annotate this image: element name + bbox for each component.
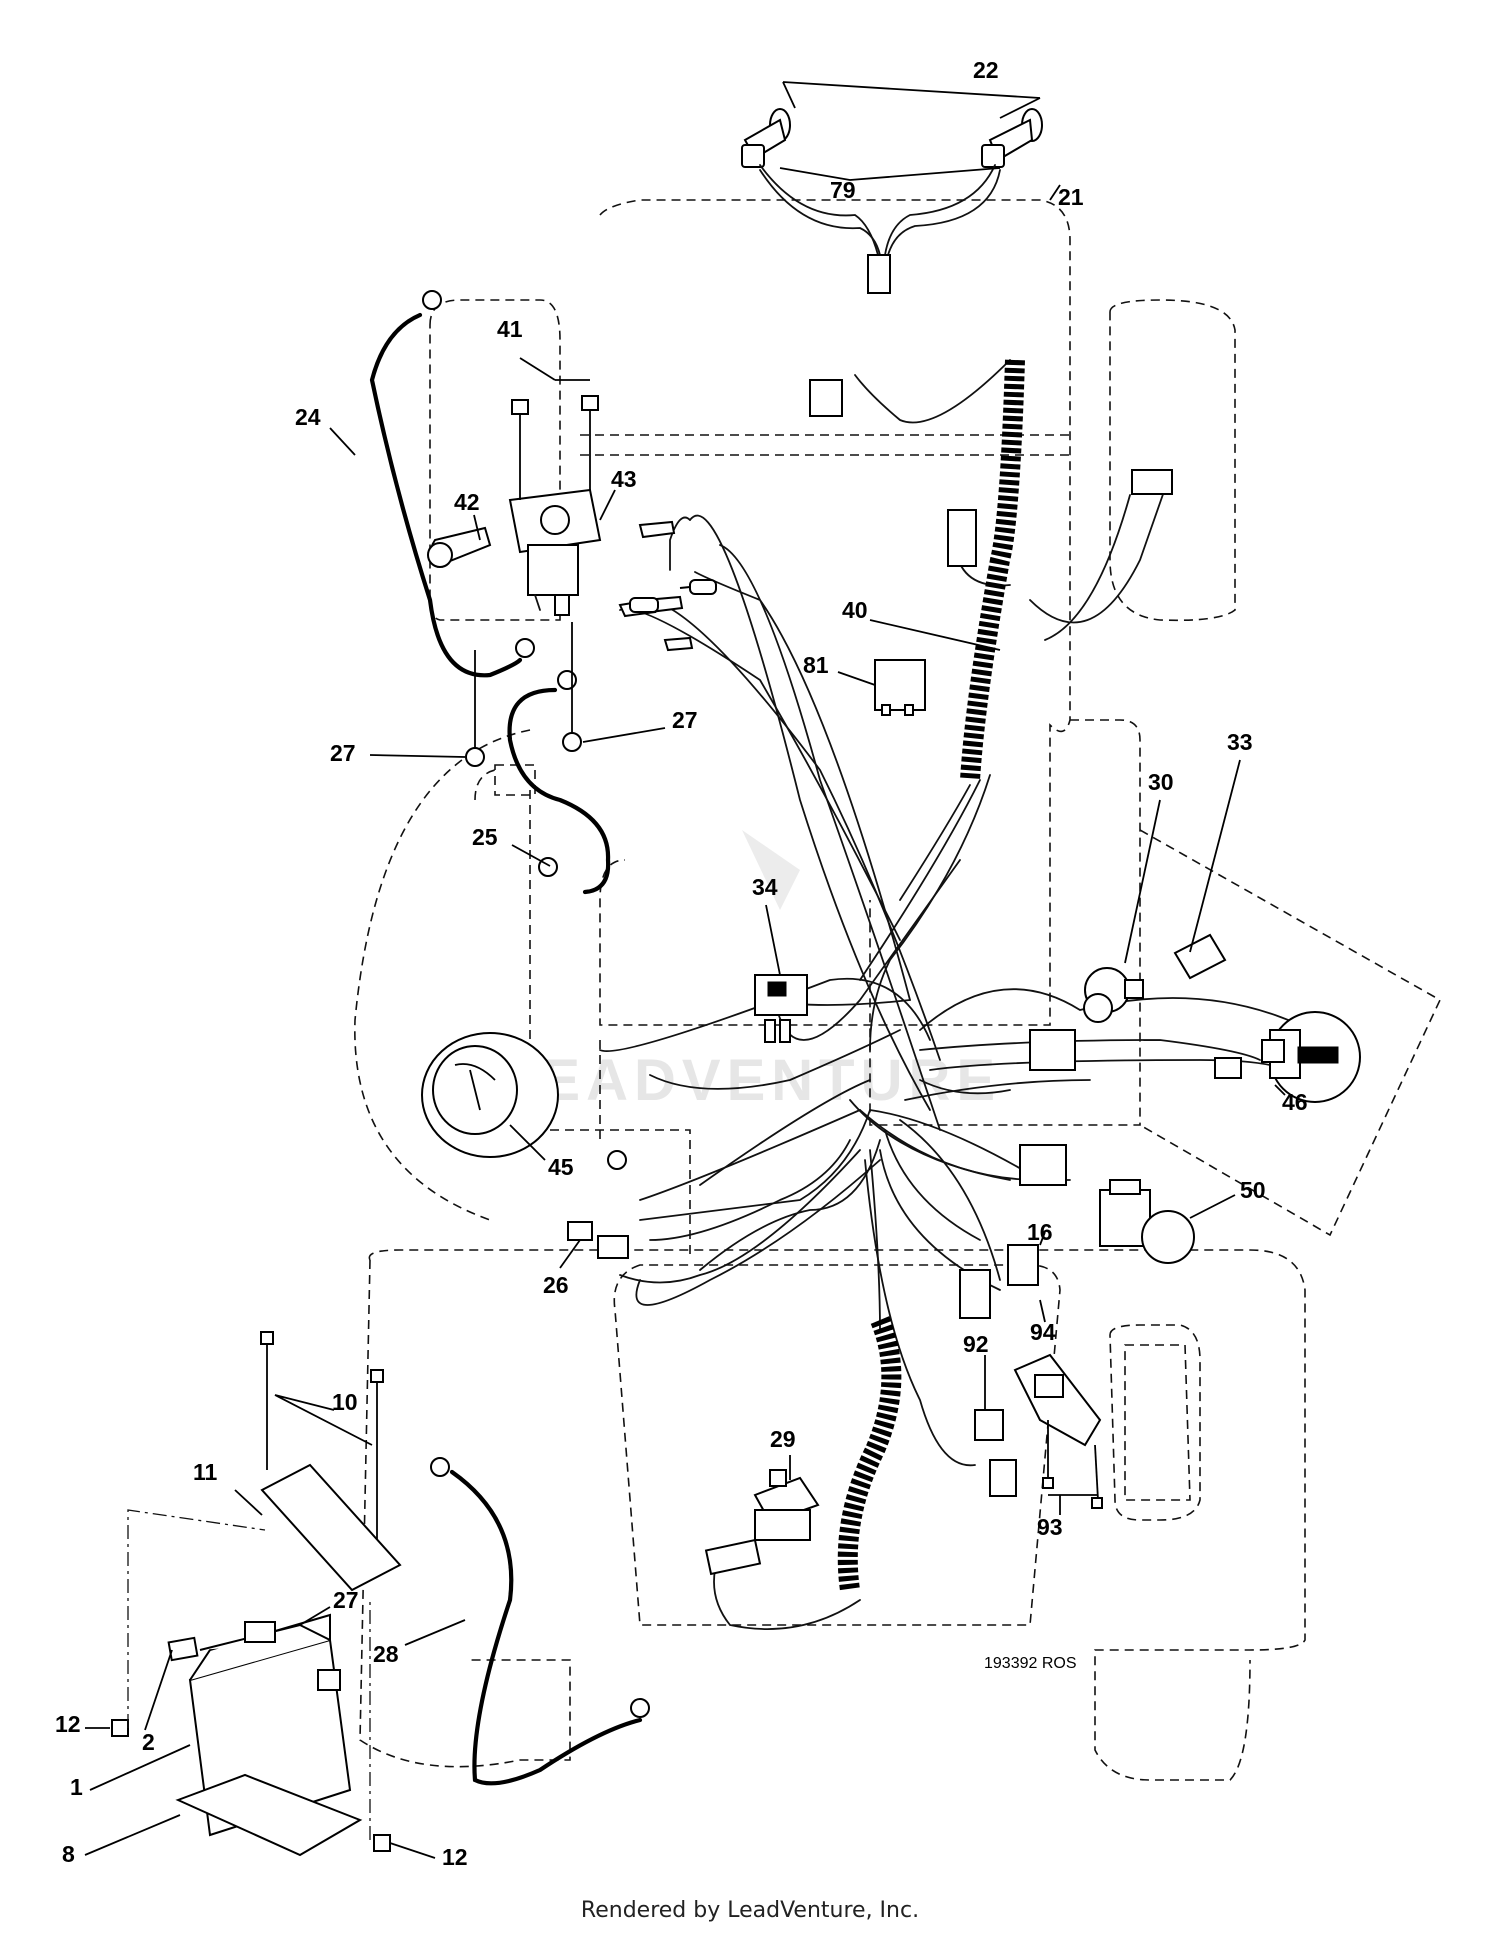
fuse — [567, 1221, 629, 1259]
interlock-switches — [959, 1244, 1103, 1509]
callouts: 22 79 21 41 24 43 42 40 81 27 27 33 30 2… — [55, 57, 1308, 1870]
callout-27-right: 27 — [672, 707, 698, 733]
tractor-outline — [354, 199, 1442, 1781]
drawing-number: 193392 ROS — [984, 1655, 1077, 1672]
seat-switch — [753, 1469, 820, 1541]
callout-12-top: 12 — [55, 1711, 81, 1737]
callout-41: 41 — [497, 316, 523, 342]
corrugated-loom-upper — [960, 359, 1025, 781]
switch-34 — [754, 974, 808, 1043]
connector-tab — [1261, 1039, 1285, 1063]
nut-27-right — [562, 732, 582, 752]
callout-27-left: 27 — [330, 740, 356, 766]
callout-24: 24 — [295, 404, 321, 430]
callout-25: 25 — [472, 824, 498, 850]
callout-43: 43 — [611, 466, 637, 492]
nut-27-left — [465, 747, 485, 767]
callout-34: 34 — [752, 874, 778, 900]
corrugated-loom-lower — [837, 1316, 902, 1592]
callout-26: 26 — [543, 1272, 569, 1298]
callout-27-battery: 27 — [333, 1587, 359, 1613]
callout-8: 8 — [62, 1841, 75, 1867]
connector-right — [1019, 1144, 1067, 1186]
switch-50 — [1099, 1179, 1195, 1264]
main-harness — [599, 359, 1301, 1630]
callout-94: 94 — [1030, 1319, 1056, 1345]
callout-45: 45 — [548, 1154, 574, 1180]
cable-25 — [507, 670, 611, 895]
cable-28 — [430, 1457, 650, 1786]
relay — [874, 659, 926, 716]
headlight-assembly — [741, 108, 1043, 294]
callout-1: 1 — [70, 1774, 83, 1800]
callout-79: 79 — [830, 177, 856, 203]
starter-solenoid — [427, 395, 602, 616]
callout-93: 93 — [1037, 1514, 1063, 1540]
hour-meter — [1269, 1011, 1361, 1103]
callout-33: 33 — [1227, 729, 1253, 755]
cable-24 — [369, 290, 535, 678]
callout-28: 28 — [373, 1641, 399, 1667]
callout-10: 10 — [332, 1389, 358, 1415]
callout-92: 92 — [963, 1331, 989, 1357]
gauge — [421, 1032, 559, 1158]
callout-22: 22 — [973, 57, 999, 83]
connector-plug — [1214, 1057, 1242, 1079]
callout-11: 11 — [193, 1459, 218, 1485]
leader-lines — [84, 81, 1286, 1859]
callout-46: 46 — [1282, 1089, 1308, 1115]
ignition-switch — [1029, 967, 1144, 1071]
battery-assembly — [111, 1331, 402, 1857]
callout-2: 2 — [142, 1729, 155, 1755]
callout-12-bottom: 12 — [442, 1844, 468, 1870]
callout-42: 42 — [454, 489, 480, 515]
module-33 — [1173, 933, 1227, 980]
ground-ring — [607, 1150, 627, 1170]
callout-40: 40 — [842, 597, 868, 623]
watermark: LEADVENTURE — [500, 830, 995, 1113]
callout-16: 16 — [1027, 1219, 1053, 1245]
callout-50: 50 — [1240, 1177, 1266, 1203]
callout-30: 30 — [1148, 769, 1174, 795]
callout-29: 29 — [770, 1426, 796, 1452]
callout-81: 81 — [803, 652, 829, 678]
callout-21: 21 — [1058, 184, 1084, 210]
footer-credit: Rendered by LeadVenture, Inc. — [580, 1898, 920, 1923]
